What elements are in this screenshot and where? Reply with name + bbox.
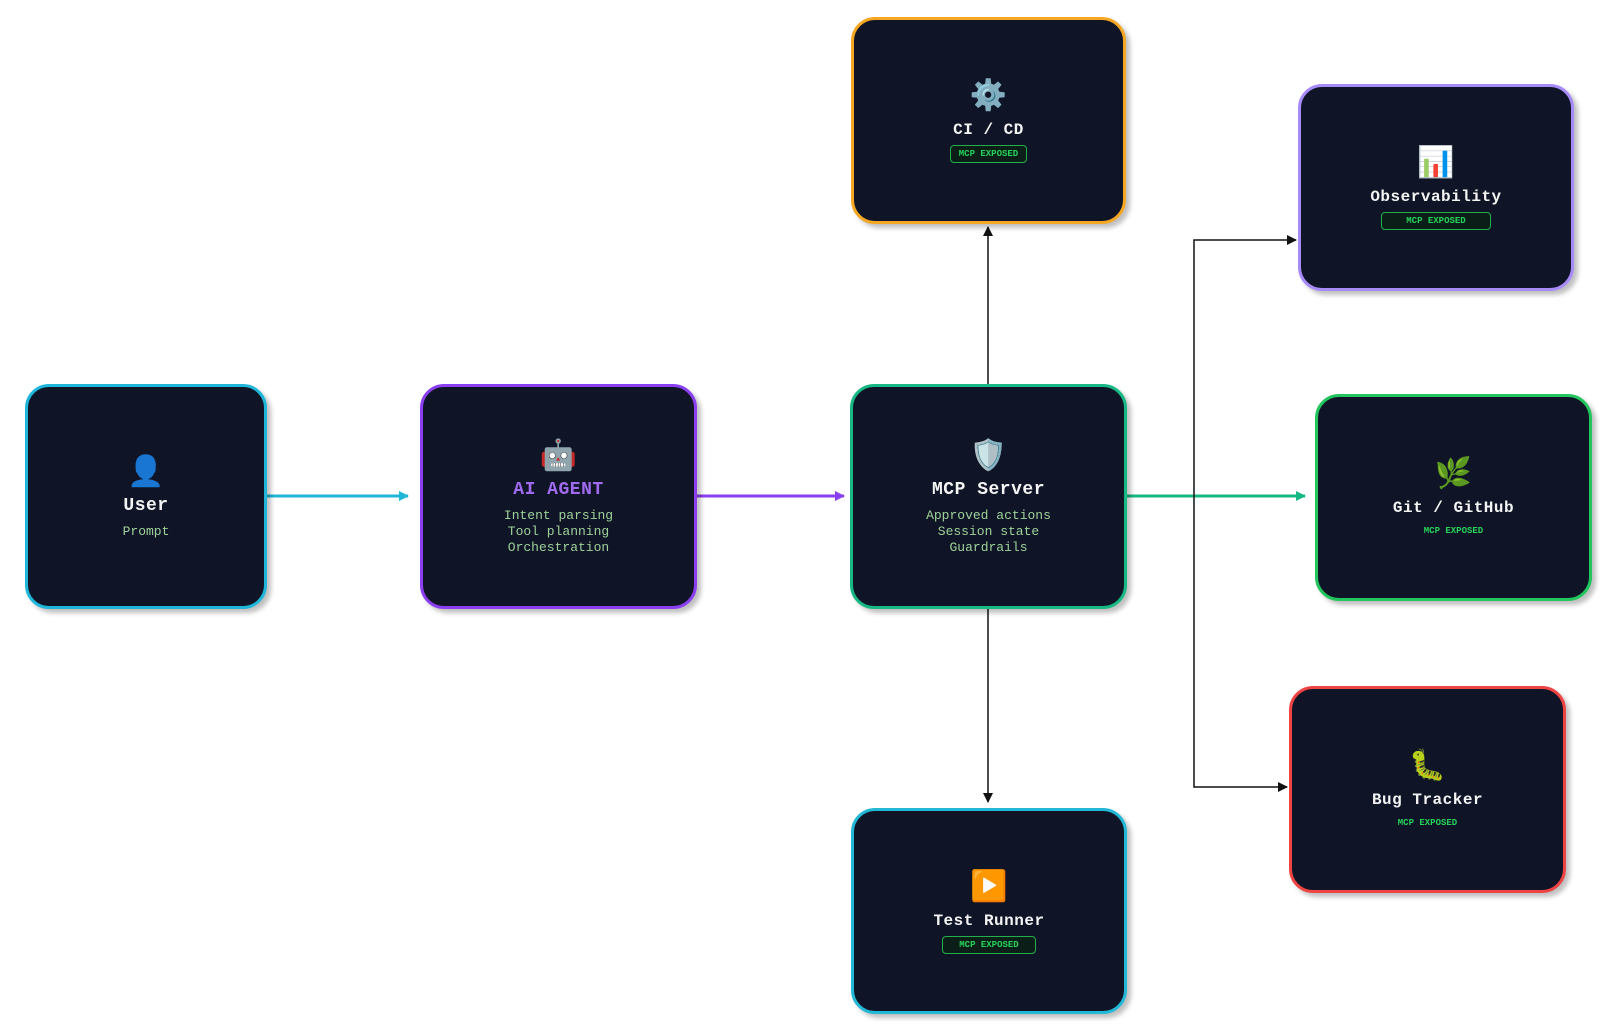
play-button-icon: ▶️ xyxy=(970,868,1008,904)
node-git-github-title: Git / GitHub xyxy=(1392,499,1515,517)
mcp-exposed-badge: MCP EXPOSED xyxy=(1381,212,1491,230)
node-mcp-server-detail: Guardrails xyxy=(949,539,1028,555)
edge-mcp-to-bugtracker xyxy=(1193,496,1288,792)
bar-chart-icon: 📊 xyxy=(1417,145,1455,180)
node-git-github[interactable]: 🌿 Git / GitHub MCP EXPOSED xyxy=(1315,394,1592,601)
mcp-exposed-badge: MCP EXPOSED xyxy=(1423,526,1484,536)
shield-icon: 🛡️ xyxy=(969,437,1008,473)
node-ai-agent[interactable]: 🤖 AI AGENT Intent parsing Tool planning … xyxy=(420,384,697,609)
node-mcp-server-detail: Session state xyxy=(937,523,1040,539)
node-ai-agent-detail: Orchestration xyxy=(507,539,610,555)
node-mcp-server-detail: Approved actions xyxy=(926,507,1051,523)
bug-icon: 🐛 xyxy=(1408,748,1447,783)
mcp-exposed-badge: MCP EXPOSED xyxy=(1397,818,1458,828)
node-mcp-server-title: MCP Server xyxy=(931,479,1046,500)
node-ai-agent-detail: Intent parsing xyxy=(503,507,614,523)
node-mcp-server-details: Approved actions Session state Guardrail… xyxy=(926,508,1051,556)
node-bug-tracker[interactable]: 🐛 Bug Tracker MCP EXPOSED xyxy=(1289,686,1566,893)
edge-mcp-to-observability xyxy=(1193,235,1297,496)
node-test-runner-title: Test Runner xyxy=(933,911,1045,930)
robot-icon: 🤖 xyxy=(539,437,578,473)
node-ai-agent-detail: Tool planning xyxy=(507,523,610,539)
node-observability-title: Observability xyxy=(1370,188,1502,206)
node-ai-agent-title: AI AGENT xyxy=(513,479,604,500)
node-user-title: User xyxy=(123,495,169,516)
node-bug-tracker-title: Bug Tracker xyxy=(1371,791,1484,809)
gear-icon: ⚙️ xyxy=(969,78,1008,113)
node-ci-cd[interactable]: ⚙️ CI / CD MCP EXPOSED xyxy=(851,17,1126,224)
node-observability[interactable]: 📊 Observability MCP EXPOSED xyxy=(1298,84,1574,291)
user-icon: 👤 xyxy=(127,453,165,489)
node-test-runner[interactable]: ▶️ Test Runner MCP EXPOSED xyxy=(851,808,1127,1014)
node-ci-cd-title: CI / CD xyxy=(953,121,1024,139)
node-user-subtitle: Prompt xyxy=(122,523,170,539)
mcp-exposed-badge: MCP EXPOSED xyxy=(949,145,1028,163)
node-mcp-server[interactable]: 🛡️ MCP Server Approved actions Session s… xyxy=(850,384,1127,609)
node-user[interactable]: 👤 User Prompt xyxy=(25,384,267,609)
node-ai-agent-details: Intent parsing Tool planning Orchestrati… xyxy=(504,508,613,556)
herb-icon: 🌿 xyxy=(1434,456,1473,491)
mcp-exposed-badge: MCP EXPOSED xyxy=(942,935,1036,954)
